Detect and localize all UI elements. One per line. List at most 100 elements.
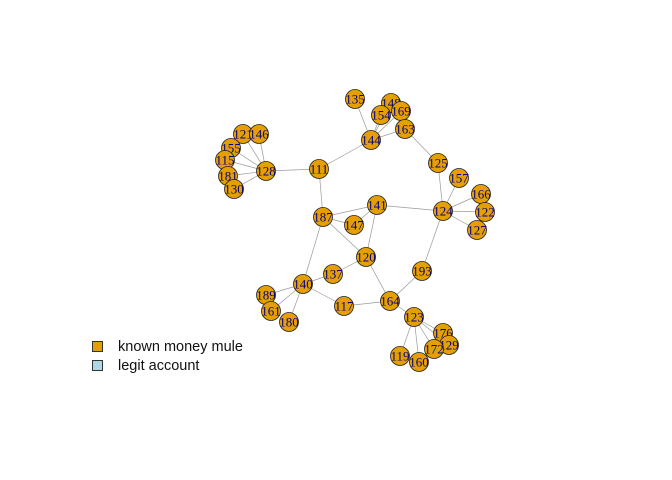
node-163: 163 — [395, 119, 415, 139]
legend-item-mule: known money mule — [92, 337, 243, 356]
node-circle-122 — [475, 202, 495, 222]
node-circle-140 — [293, 274, 313, 294]
node-label-180: 180 — [279, 315, 299, 330]
node-label-124: 124 — [433, 204, 453, 219]
node-circle-164 — [380, 291, 400, 311]
node-circle-147 — [344, 215, 364, 235]
node-160: 160 — [409, 352, 429, 372]
node-label-141: 141 — [367, 198, 387, 213]
node-label-166: 166 — [471, 187, 491, 202]
node-circle-180 — [279, 312, 299, 332]
node-166: 166 — [471, 184, 491, 204]
node-label-189: 189 — [256, 288, 276, 303]
node-label-127: 127 — [467, 223, 487, 238]
node-129: 129 — [439, 335, 459, 355]
node-label-169: 169 — [391, 104, 411, 119]
node-circle-120 — [356, 247, 376, 267]
edge-187-140 — [302, 216, 324, 285]
node-label-120: 120 — [356, 250, 376, 265]
node-label-128: 128 — [256, 164, 276, 179]
node-label-172: 172 — [424, 342, 444, 357]
node-circle-128 — [256, 161, 276, 181]
node-label-129: 129 — [439, 338, 459, 353]
node-117: 117 — [334, 296, 354, 316]
node-label-123: 123 — [404, 310, 424, 325]
node-circle-172 — [424, 339, 444, 359]
edge-141-124 — [376, 204, 444, 212]
node-circle-111 — [309, 159, 329, 179]
node-119: 119 — [390, 346, 410, 366]
node-circle-161 — [261, 301, 281, 321]
node-circle-119 — [390, 346, 410, 366]
node-label-164: 164 — [380, 294, 400, 309]
node-187: 187 — [313, 207, 333, 227]
node-label-140: 140 — [293, 277, 313, 292]
node-label-125: 125 — [428, 156, 448, 171]
node-154: 154 — [371, 105, 391, 125]
node-circle-124 — [433, 201, 453, 221]
node-172: 172 — [424, 339, 444, 359]
node-circle-135 — [345, 89, 365, 109]
node-circle-137 — [323, 264, 343, 284]
node-140: 140 — [293, 274, 313, 294]
node-label-161: 161 — [261, 304, 281, 319]
node-128: 128 — [256, 161, 276, 181]
node-157: 157 — [449, 168, 469, 188]
node-circle-154 — [371, 105, 391, 125]
node-circle-157 — [449, 168, 469, 188]
node-135: 135 — [345, 89, 365, 109]
edge-144-111 — [318, 139, 372, 170]
legend-swatch-mule — [92, 341, 103, 352]
node-146: 146 — [249, 124, 269, 144]
node-123: 123 — [404, 307, 424, 327]
node-label-117: 117 — [334, 299, 354, 314]
node-189: 189 — [256, 285, 276, 305]
node-130: 130 — [224, 179, 244, 199]
node-137: 137 — [323, 264, 343, 284]
legend-swatch-legit — [92, 360, 103, 371]
node-circle-123 — [404, 307, 424, 327]
node-circle-141 — [367, 195, 387, 215]
node-circle-163 — [395, 119, 415, 139]
node-label-111: 111 — [310, 162, 329, 177]
node-122: 122 — [475, 202, 495, 222]
node-circle-130 — [224, 179, 244, 199]
node-circle-117 — [334, 296, 354, 316]
node-label-122: 122 — [475, 205, 495, 220]
node-125: 125 — [428, 153, 448, 173]
legend-item-legit: legit account — [92, 356, 243, 375]
node-circle-193 — [412, 261, 432, 281]
node-label-137: 137 — [323, 267, 343, 282]
node-label-119: 119 — [390, 349, 409, 364]
legend-label-mule: known money mule — [118, 338, 243, 355]
legend: known money mule legit account — [92, 337, 243, 375]
node-115: 115 — [215, 150, 235, 170]
node-label-146: 146 — [249, 127, 269, 142]
legend-label-legit: legit account — [118, 357, 200, 374]
node-111: 111 — [309, 159, 329, 179]
node-label-154: 154 — [371, 108, 391, 123]
node-label-144: 144 — [361, 133, 381, 148]
node-circle-146 — [249, 124, 269, 144]
node-161: 161 — [261, 301, 281, 321]
node-label-115: 115 — [215, 153, 234, 168]
node-147: 147 — [344, 215, 364, 235]
node-124: 124 — [433, 201, 453, 221]
node-circle-187 — [313, 207, 333, 227]
edge-193-124 — [421, 210, 444, 272]
node-label-135: 135 — [345, 92, 365, 107]
node-144: 144 — [361, 130, 381, 150]
node-circle-160 — [409, 352, 429, 372]
node-164: 164 — [380, 291, 400, 311]
node-circle-144 — [361, 130, 381, 150]
node-141: 141 — [367, 195, 387, 215]
node-127: 127 — [467, 220, 487, 240]
node-label-193: 193 — [412, 264, 432, 279]
node-label-121: 121 — [233, 127, 253, 142]
node-120: 120 — [356, 247, 376, 267]
node-label-163: 163 — [395, 122, 415, 137]
node-label-130: 130 — [224, 182, 244, 197]
node-circle-127 — [467, 220, 487, 240]
